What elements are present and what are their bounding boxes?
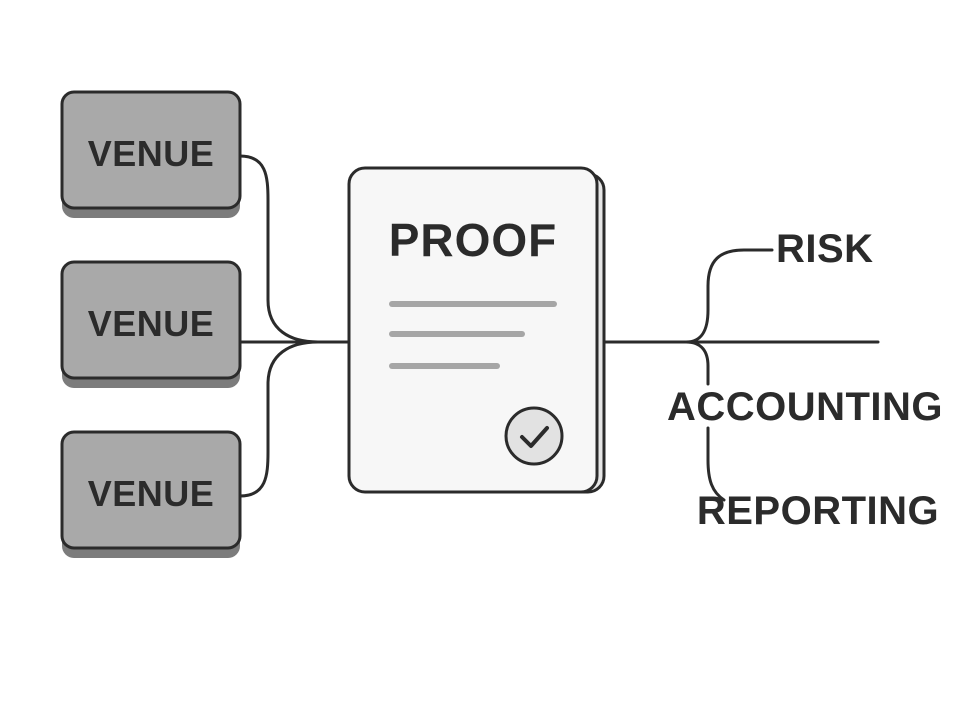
check-circle-icon — [504, 406, 564, 466]
venue-label: VENUE — [88, 133, 215, 174]
connector-venue-1 — [238, 154, 351, 344]
connector-risk — [684, 248, 774, 344]
document-title: PROOF — [389, 214, 558, 266]
connector-venue-3 — [238, 340, 320, 498]
output-label-reporting: REPORTING — [697, 489, 939, 533]
output-label-risk: RISK — [776, 227, 874, 271]
venue-label: VENUE — [88, 303, 215, 344]
venue-box-1: VENUE — [60, 90, 242, 218]
connector-accounting — [684, 340, 710, 386]
venue-box-2: VENUE — [60, 260, 242, 388]
connector-reporting — [706, 426, 726, 502]
venue-connectors — [238, 154, 351, 498]
output-connectors — [602, 248, 880, 502]
venue-box-3: VENUE — [60, 430, 242, 558]
proof-document: PROOF — [347, 166, 606, 494]
venue-label: VENUE — [88, 473, 215, 514]
output-label-accounting: ACCOUNTING — [667, 385, 943, 429]
document-text-lines — [389, 301, 557, 369]
